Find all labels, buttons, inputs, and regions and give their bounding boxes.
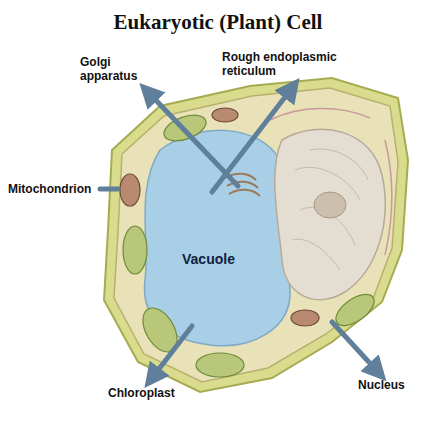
diagram-title: Eukaryotic (Plant) Cell — [114, 10, 323, 35]
part-label: Rough endoplasmic reticulum — [222, 50, 372, 78]
part-label: Golgi apparatus — [80, 55, 155, 83]
part-label: Vacuole — [182, 252, 262, 266]
part-label: Chloroplast — [108, 386, 208, 400]
part-label: Mitochondrion — [8, 182, 103, 196]
part-label: Nucleus — [358, 378, 428, 392]
